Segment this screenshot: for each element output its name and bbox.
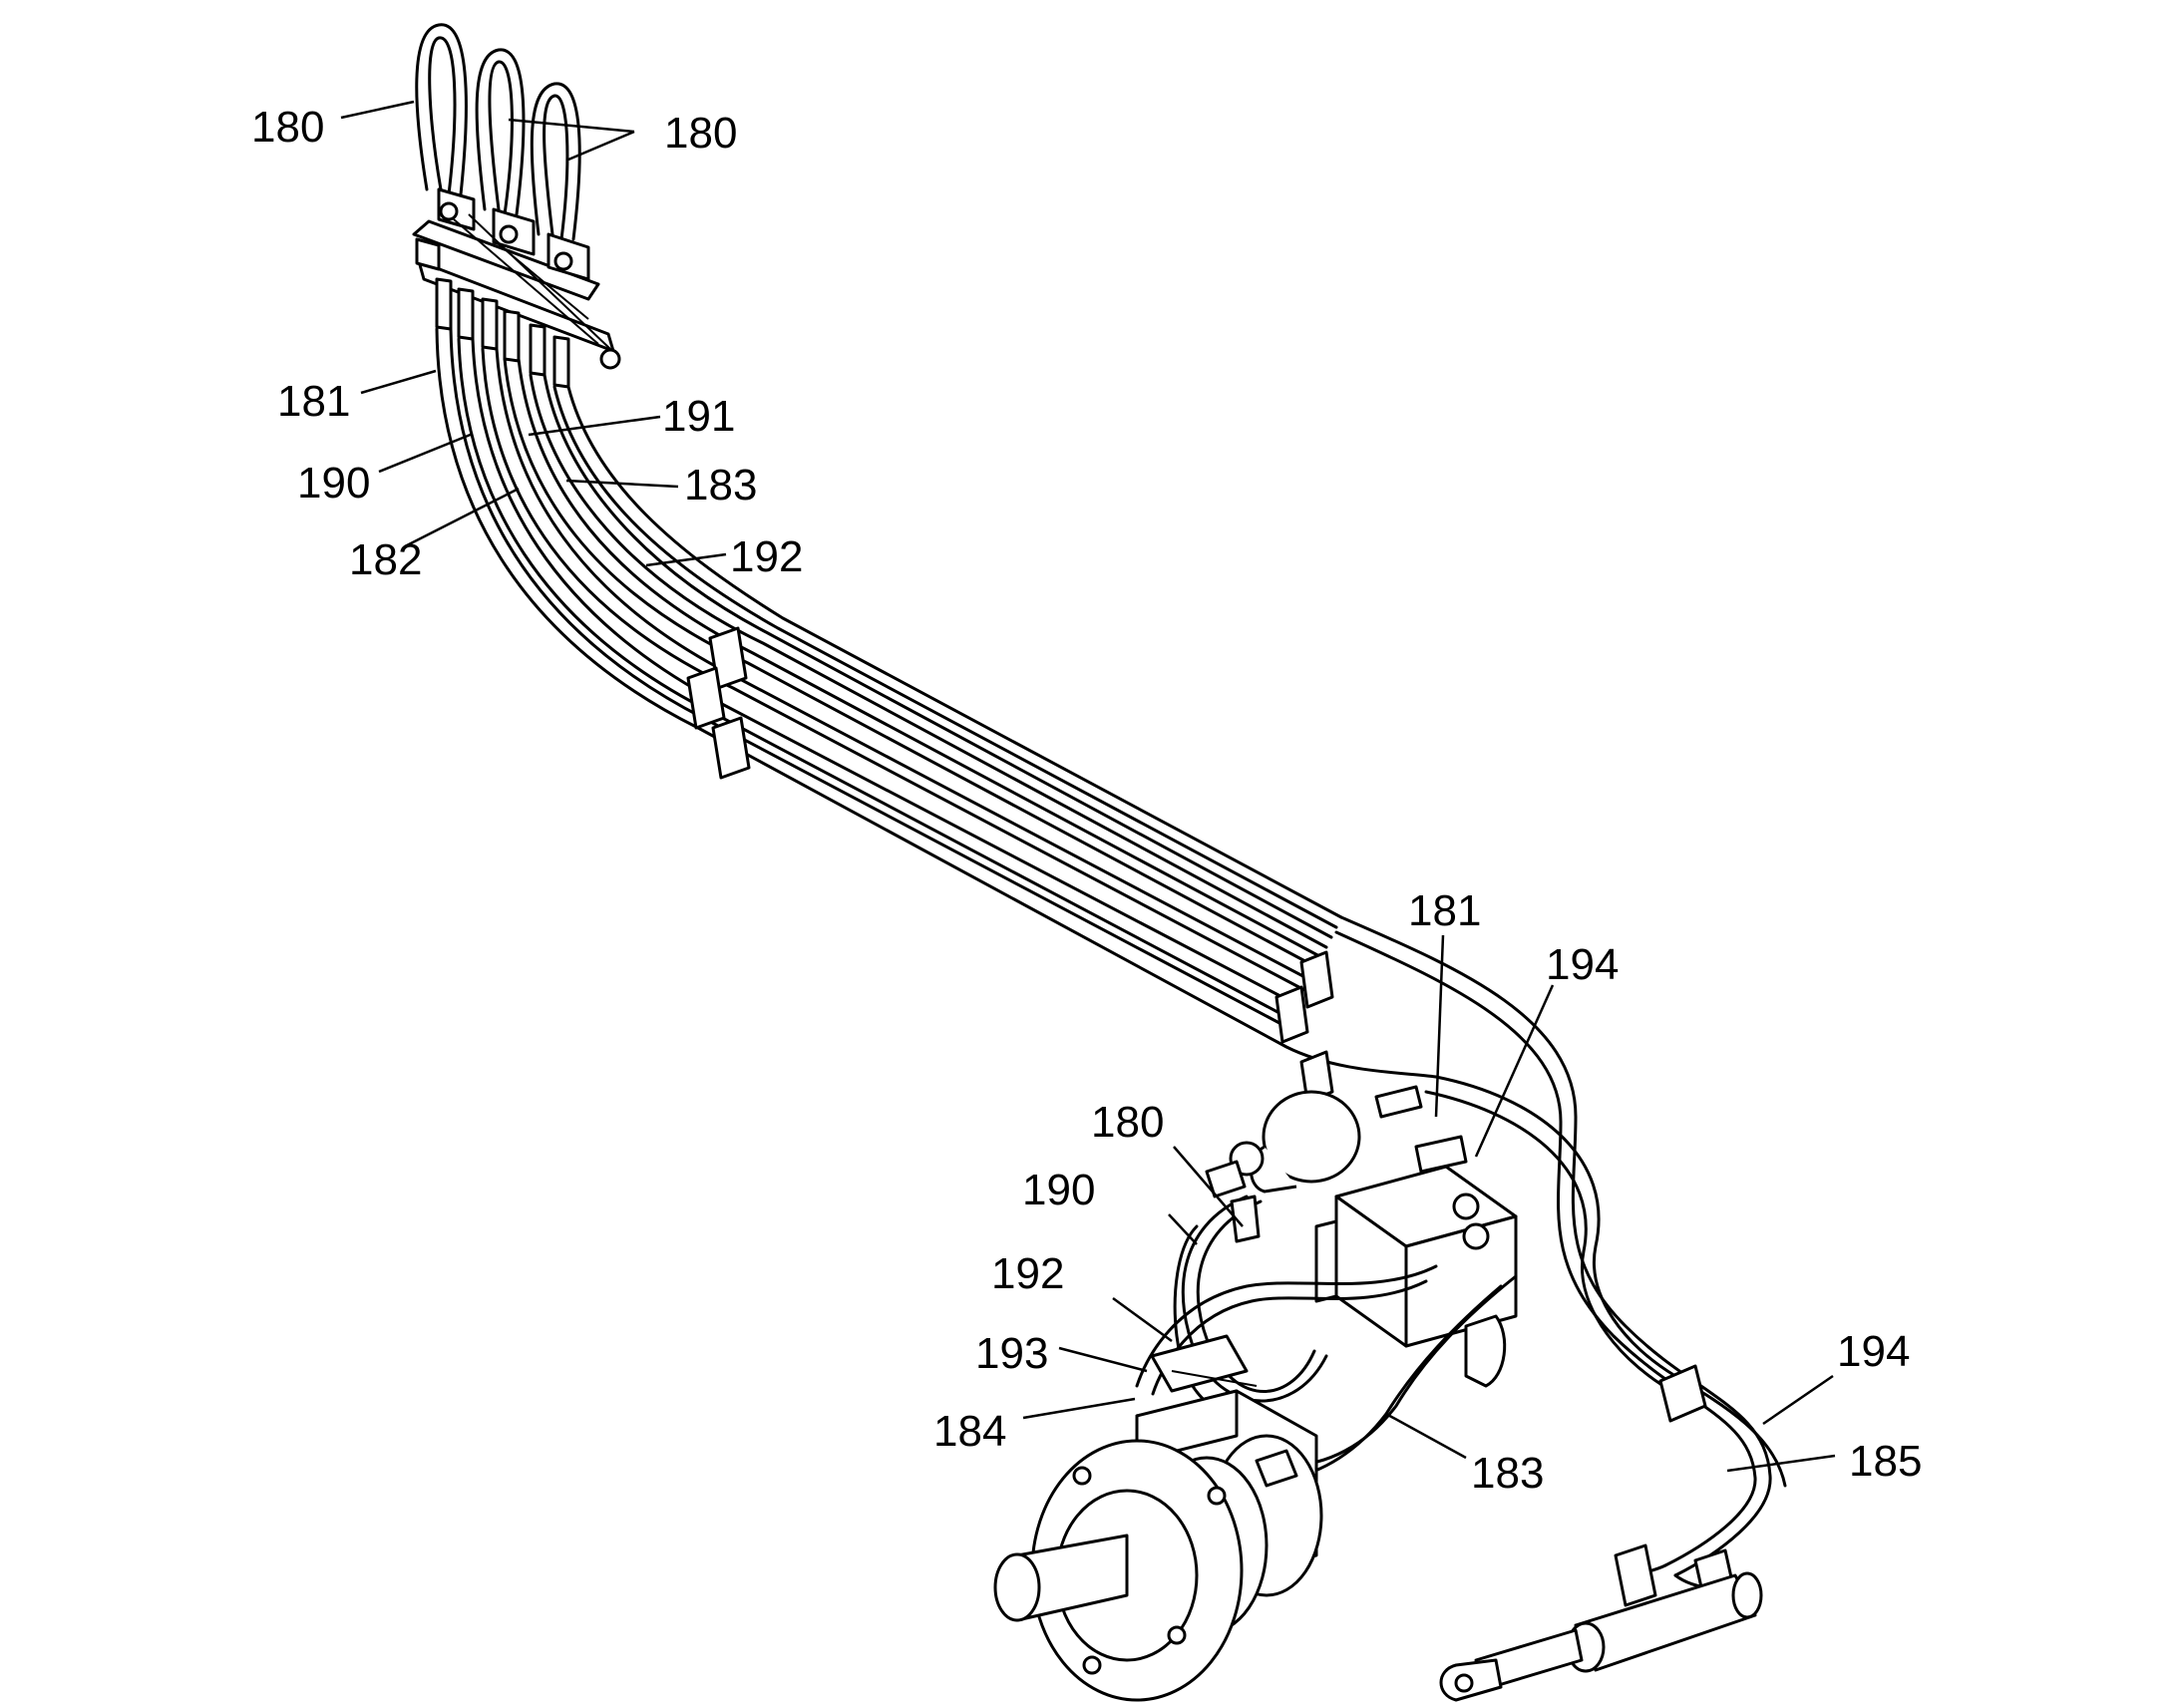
- callout-190-lower: 190: [1022, 1166, 1095, 1214]
- leader-lines: [340, 100, 1836, 1473]
- callout-180-lower: 180: [1091, 1098, 1164, 1147]
- callout-180-upper-right: 180: [664, 109, 737, 158]
- callout-192-lower: 192: [991, 1249, 1064, 1298]
- callout-184: 184: [933, 1407, 1006, 1456]
- callout-190-upper: 190: [297, 459, 370, 508]
- hydraulic-cylinder: [1439, 1543, 1763, 1702]
- pump-motor: [993, 1334, 1323, 1702]
- bundle-clamps: [686, 626, 1334, 1104]
- callout-182: 182: [349, 535, 422, 584]
- callout-192-upper: 192: [730, 532, 803, 581]
- callout-labels: 180 180 181 191 190 183 182 192 181 194 …: [251, 103, 1922, 1498]
- callout-191: 191: [662, 392, 735, 441]
- callout-181-lower: 181: [1408, 886, 1481, 935]
- accumulator: [1205, 1090, 1361, 1198]
- callout-183-lower: 183: [1471, 1449, 1544, 1498]
- callout-185: 185: [1849, 1437, 1922, 1486]
- callout-194-lower: 194: [1837, 1327, 1910, 1376]
- callout-193: 193: [975, 1329, 1048, 1378]
- callout-194-upper: 194: [1546, 940, 1619, 989]
- callout-183-upper: 183: [684, 461, 757, 510]
- callout-181-upper: 181: [277, 377, 350, 426]
- top-hose-loops: [415, 23, 581, 241]
- right-hose-run: [1334, 915, 1787, 1577]
- control-valve-block: [1314, 1085, 1518, 1388]
- top-manifold-bracket: [412, 187, 621, 389]
- callout-180-upper-left: 180: [251, 103, 324, 152]
- long-hose-bundle: [435, 327, 1438, 1079]
